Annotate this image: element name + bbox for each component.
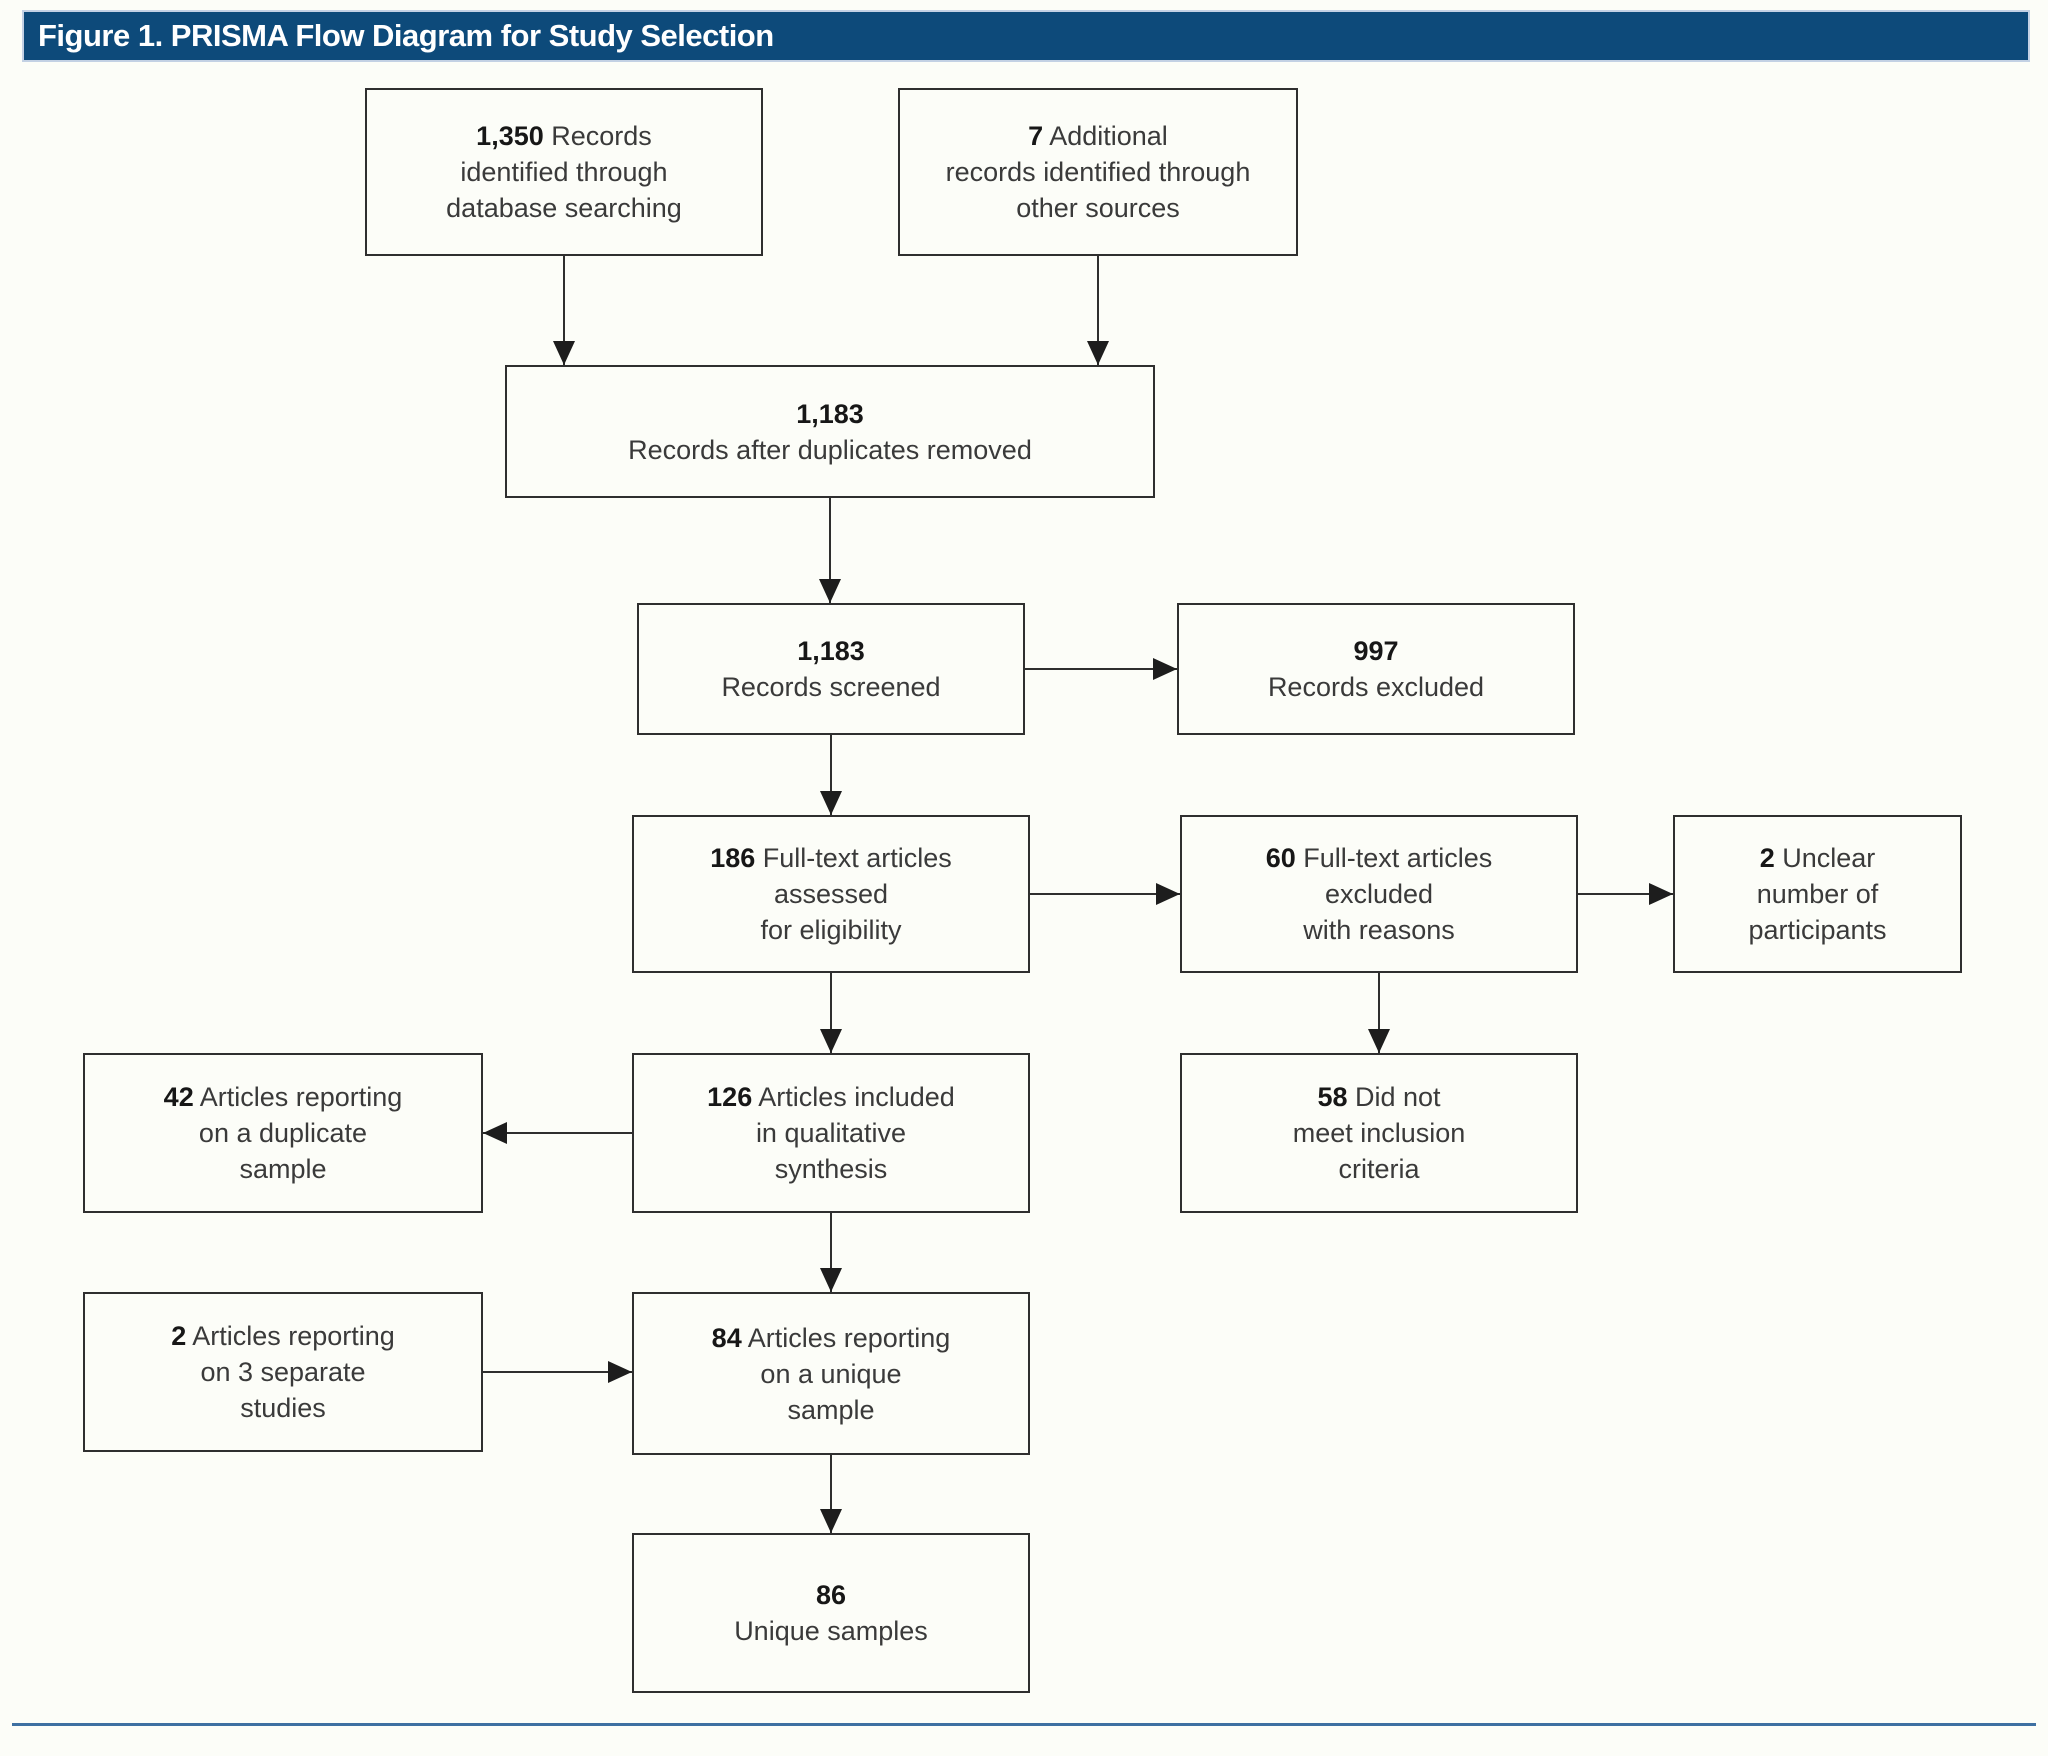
- arrowhead-screened-to-excluded: [1153, 658, 1177, 680]
- connector-qualitative-to-duplicate: [483, 1132, 632, 1134]
- connector-separate-to-uniquesample: [483, 1371, 632, 1373]
- connector-excludedreasons-to-criteria: [1378, 973, 1380, 1053]
- arrowhead-qualitative-to-uniquesample: [820, 1268, 842, 1292]
- arrowhead-identified-to-dedup: [553, 341, 575, 365]
- connector-identified-to-dedup: [563, 256, 565, 365]
- connector-qualitative-to-uniquesample: [830, 1213, 832, 1292]
- figure-title-bar: Figure 1. PRISMA Flow Diagram for Study …: [22, 10, 2030, 62]
- connector-additional-to-dedup: [1097, 256, 1099, 365]
- connector-screened-to-assessed: [830, 735, 832, 815]
- arrowhead-excludedreasons-to-criteria: [1368, 1029, 1390, 1053]
- arrowhead-assessed-to-qualitative: [820, 1029, 842, 1053]
- arrowhead-additional-to-dedup: [1087, 341, 1109, 365]
- footer-rule: [12, 1723, 2036, 1726]
- arrowhead-assessed-to-excludedreasons: [1156, 883, 1180, 905]
- figure-title: Figure 1. PRISMA Flow Diagram for Study …: [38, 18, 774, 53]
- connector-assessed-to-qualitative: [830, 973, 832, 1053]
- connector-excludedreasons-to-unclear: [1578, 893, 1673, 895]
- connector-uniquesample-to-uniquesamples: [830, 1455, 832, 1533]
- arrowhead-screened-to-assessed: [820, 791, 842, 815]
- connector-screened-to-excluded: [1025, 668, 1177, 670]
- arrowhead-dedup-to-screened: [819, 579, 841, 603]
- arrowhead-separate-to-uniquesample: [608, 1361, 632, 1383]
- arrowhead-uniquesample-to-uniquesamples: [820, 1509, 842, 1533]
- connector-assessed-to-excludedreasons: [1030, 893, 1180, 895]
- arrowhead-qualitative-to-duplicate: [483, 1122, 507, 1144]
- arrowhead-excludedreasons-to-unclear: [1649, 883, 1673, 905]
- connector-dedup-to-screened: [829, 498, 831, 603]
